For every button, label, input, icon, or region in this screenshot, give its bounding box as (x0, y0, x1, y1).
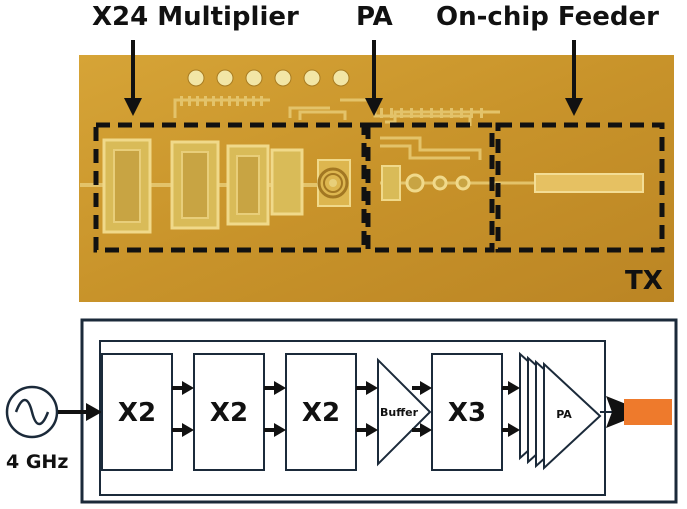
x2-label-3: X2 (302, 398, 340, 428)
feeder-region (495, 122, 665, 253)
tx-label: TX (625, 266, 663, 296)
multiplier-label: X24 Multiplier (92, 2, 299, 32)
x2-block-2 (193, 353, 265, 471)
feeder-label: On-chip Feeder (436, 2, 659, 32)
source-frequency-label: 4 GHz (6, 451, 69, 473)
input-arrow (58, 403, 102, 421)
buffer-label: Buffer (380, 406, 419, 419)
x2-label-2: X2 (210, 398, 248, 428)
pa-circuits (380, 165, 500, 201)
buffer-block (377, 357, 432, 467)
x2-block-1 (101, 353, 173, 471)
multiplier-circuits (80, 138, 351, 234)
x2-label-1: X2 (118, 398, 156, 428)
output-feeder (600, 396, 672, 428)
differential-arrows (172, 381, 520, 437)
pa-block (519, 351, 602, 471)
multiplier-region (93, 122, 367, 253)
x3-block (431, 353, 503, 471)
pa-region (365, 122, 495, 253)
comb-fingers (180, 96, 483, 118)
dashed-region-boxes (93, 122, 665, 253)
bond-pads (187, 69, 350, 87)
pa-block-label: PA (556, 408, 572, 421)
sine-source-icon (5, 385, 59, 439)
feeder-line (500, 173, 644, 193)
x3-label: X3 (448, 398, 486, 428)
x2-block-3 (285, 353, 357, 471)
chip-frame (99, 340, 606, 496)
pa-label: PA (356, 2, 393, 32)
pointer-arrows (124, 40, 583, 116)
